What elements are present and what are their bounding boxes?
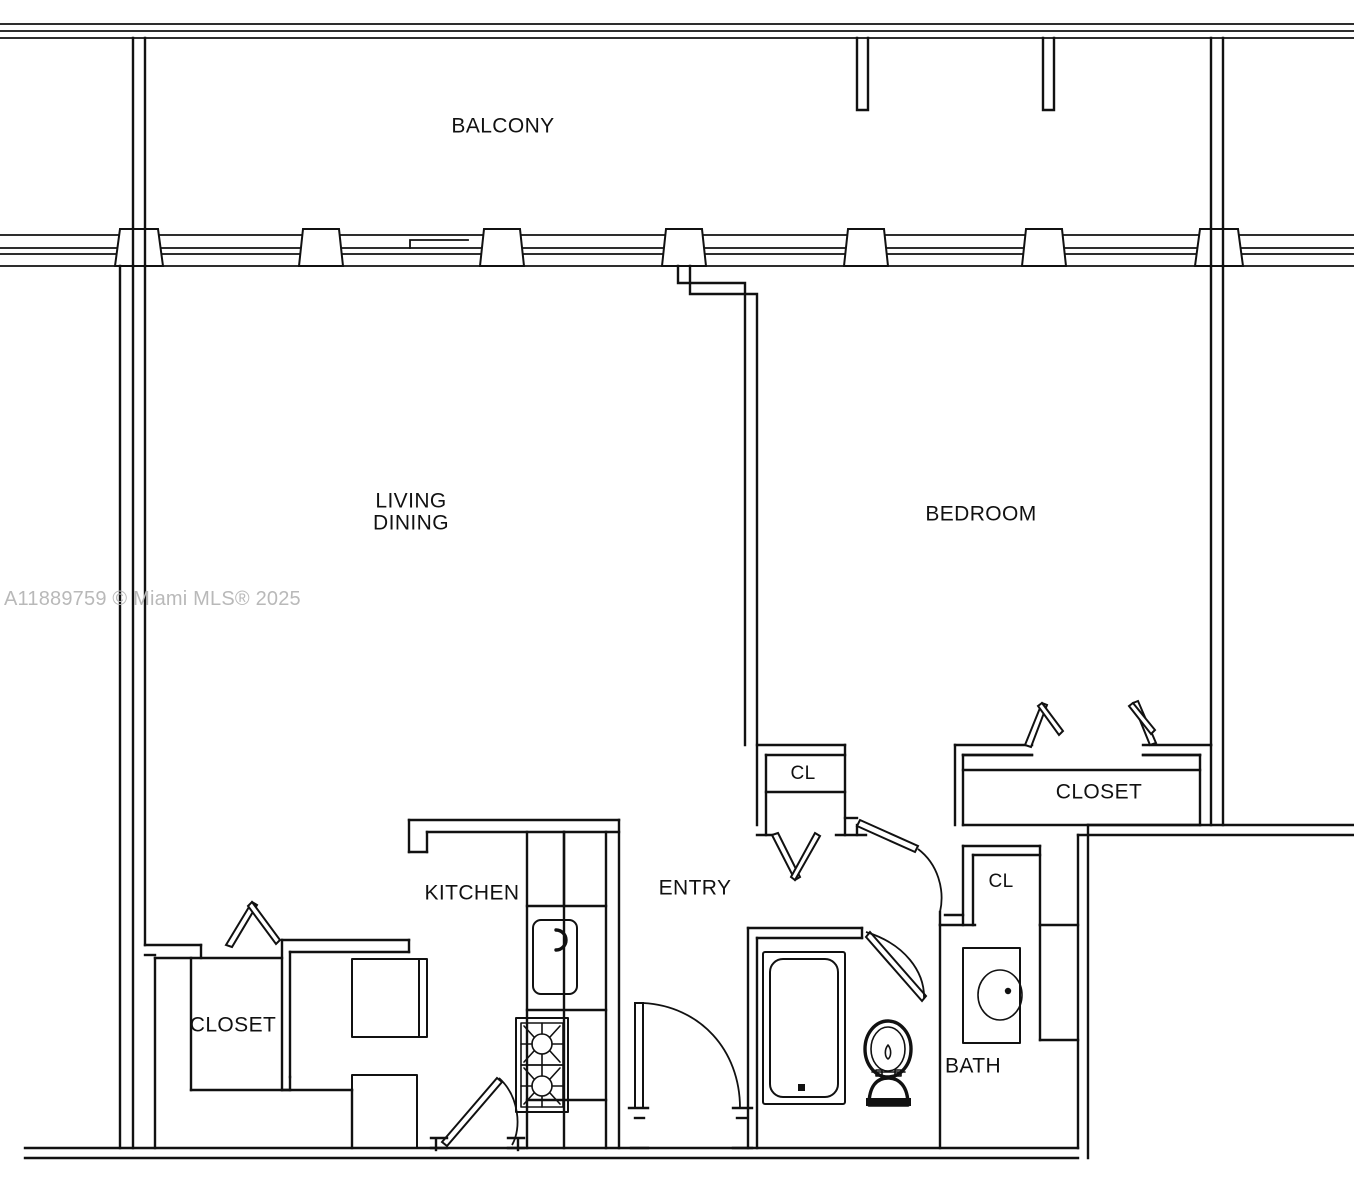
bathroom-swing-door[interactable] bbox=[864, 930, 928, 1003]
room-label-bath: BATH bbox=[945, 1055, 1001, 1078]
bathtub bbox=[762, 951, 846, 1105]
kitchen-walls bbox=[407, 818, 621, 1150]
kitchen-sink bbox=[532, 919, 578, 995]
entry-closet bbox=[755, 743, 868, 837]
left-exterior-wall bbox=[118, 264, 147, 1150]
window-mullions bbox=[113, 227, 1245, 268]
balcony-partitions bbox=[131, 36, 1225, 230]
bedroom-swing-door[interactable] bbox=[855, 818, 943, 927]
toilet bbox=[863, 1019, 913, 1107]
bath-closet bbox=[938, 844, 1042, 927]
bathroom-vanity-sink bbox=[962, 947, 1023, 1044]
bedroom-right-wall bbox=[1209, 264, 1225, 827]
entry-swing-door[interactable] bbox=[627, 1002, 754, 1150]
room-labels: BALCONY LIVING DINING BEDROOM CLOSET CLO… bbox=[190, 115, 1142, 1078]
bathroom-walls bbox=[746, 923, 1080, 1150]
room-label-entry: ENTRY bbox=[659, 877, 732, 900]
bedroom-closet bbox=[953, 743, 1213, 827]
bedroom-closet-bifold-door-left[interactable] bbox=[1023, 701, 1065, 749]
bottom-exterior-wall bbox=[23, 823, 1354, 1160]
room-label-balcony: BALCONY bbox=[451, 115, 554, 138]
room-label-cl-entry: CL bbox=[791, 763, 816, 784]
balcony-railing bbox=[0, 23, 1354, 39]
living-closet bbox=[143, 938, 411, 1150]
living-bedroom-party-wall bbox=[676, 264, 759, 827]
refrigerator bbox=[351, 958, 428, 1038]
room-label-bedroom: BEDROOM bbox=[925, 503, 1036, 526]
room-label-closet-bedroom: CLOSET bbox=[1056, 781, 1142, 804]
room-label-living: LIVING bbox=[375, 490, 446, 513]
room-label-closet-left: CLOSET bbox=[190, 1014, 276, 1037]
lower-cabinet bbox=[351, 1074, 418, 1149]
kitchen-swing-door[interactable] bbox=[429, 1076, 526, 1152]
room-label-kitchen: KITCHEN bbox=[425, 882, 520, 905]
room-label-cl-bath: CL bbox=[989, 871, 1014, 892]
bedroom-closet-bifold-door-right[interactable] bbox=[1127, 699, 1158, 747]
room-label-dining: DINING bbox=[373, 512, 449, 535]
entry-closet-bifold-door[interactable] bbox=[770, 831, 822, 882]
mls-watermark: A11889759 © Miami MLS® 2025 bbox=[4, 588, 301, 610]
living-closet-bifold-door[interactable] bbox=[224, 900, 282, 949]
kitchen-range-stove bbox=[515, 1017, 569, 1113]
